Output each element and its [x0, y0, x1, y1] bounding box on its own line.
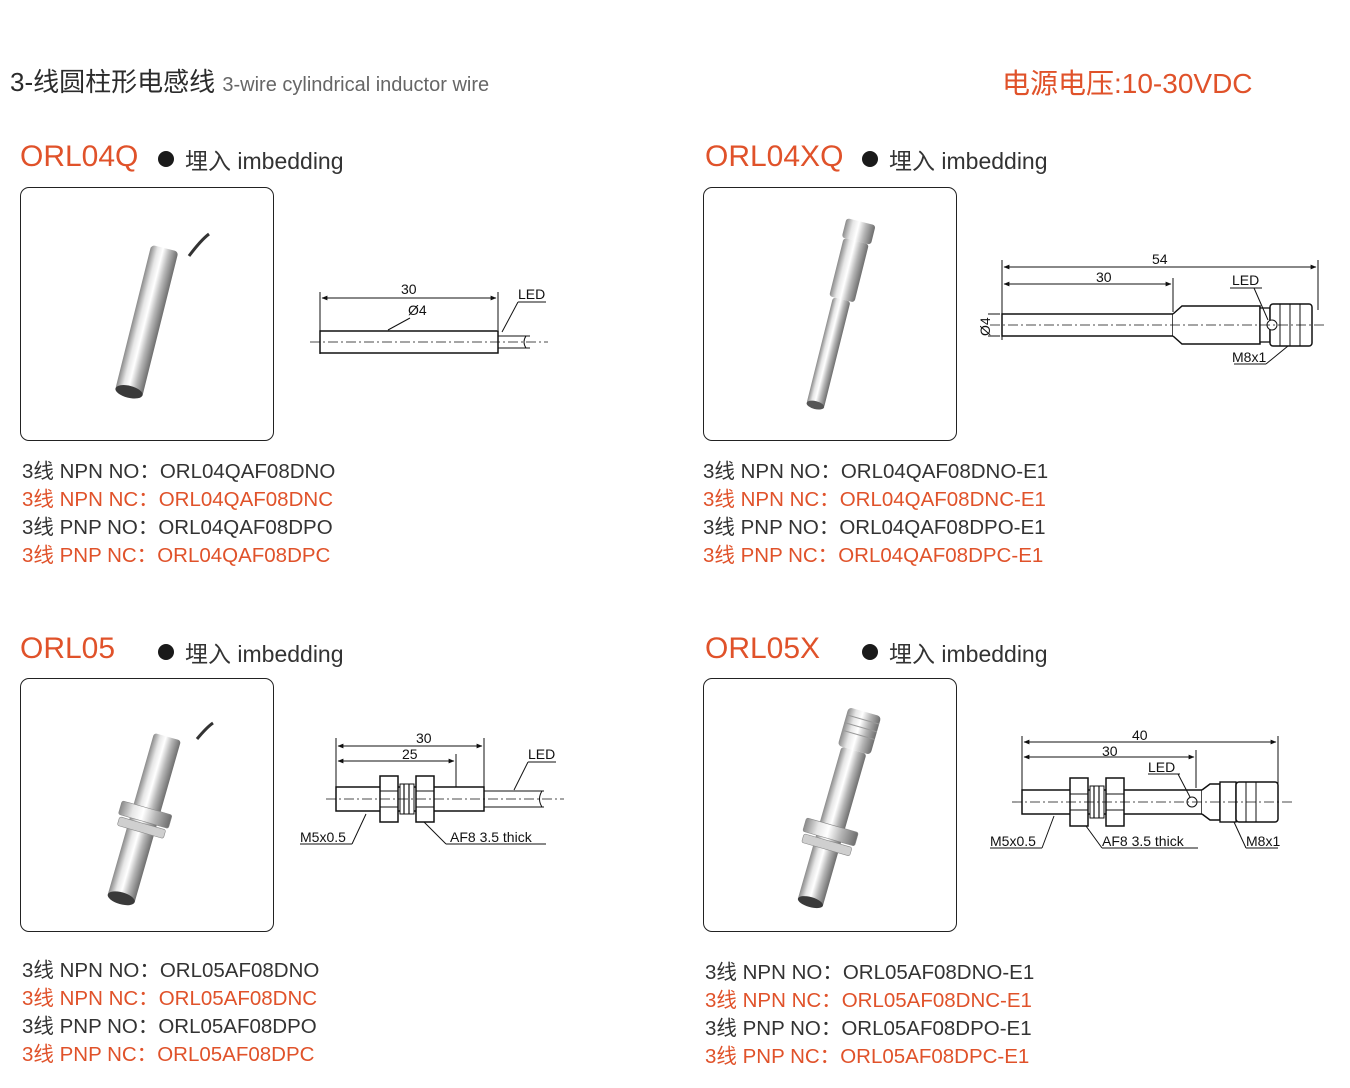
mount-type: 埋入 imbedding: [862, 635, 1048, 669]
code-row: 3线 NPN NC：ORL05AF08DNC: [22, 987, 318, 1010]
technical-drawing: 30 Ø4 LED: [300, 270, 560, 370]
code-row: 3线 NPN NO：ORL05AF08DNO: [22, 959, 320, 982]
model-title: ORL04XQ: [705, 140, 844, 173]
code-list: 3线 NPN NO：ORL04QAF08DNO 3线 NPN NC：ORL04Q…: [22, 458, 335, 570]
dim-total: 40: [1132, 727, 1148, 743]
nut-spec-label: AF8 3.5 thick: [450, 829, 533, 845]
mount-type: 埋入 imbedding: [158, 142, 344, 176]
code-row: 3线 PNP NO：ORL05AF08DPO: [22, 1015, 317, 1038]
product-photo: [20, 187, 274, 441]
dim-length: 30: [1096, 269, 1112, 285]
dim-length: 30: [1102, 743, 1118, 759]
bullet-dot-icon: [158, 644, 174, 660]
power-supply-label: 电源电压:10-30VDC: [1002, 68, 1253, 99]
mount-label: 埋入 imbedding: [185, 148, 344, 174]
mount-type: 埋入 imbedding: [862, 142, 1048, 176]
technical-drawing: 54 30 Ø4 LED M8x1: [970, 250, 1330, 380]
bullet-dot-icon: [862, 151, 878, 167]
dim-diameter: Ø4: [977, 317, 993, 336]
code-row: 3线 PNP NC：ORL04QAF08DPC: [22, 544, 331, 567]
dim-diameter: Ø4: [408, 302, 427, 318]
code-row: 3线 NPN NO：ORL05AF08DNO-E1: [705, 961, 1035, 984]
code-row: 3线 NPN NC：ORL04QAF08DNC-E1: [703, 488, 1046, 511]
code-row: 3线 PNP NC：ORL05AF08DPC-E1: [705, 1045, 1030, 1068]
nut-spec-label: AF8 3.5 thick: [1102, 833, 1185, 849]
product-photo: [703, 187, 957, 441]
led-label: LED: [1148, 759, 1175, 775]
product-photo: [703, 678, 957, 932]
code-row: 3线 NPN NO：ORL04QAF08DNO: [22, 460, 336, 483]
code-list: 3线 NPN NO：ORL04QAF08DNO-E1 3线 NPN NC：ORL…: [703, 458, 1048, 570]
mount-label: 埋入 imbedding: [185, 641, 344, 667]
code-row: 3线 PNP NC：ORL04QAF08DPC-E1: [703, 544, 1044, 567]
model-title: ORL05: [20, 632, 116, 665]
code-list: 3线 NPN NO：ORL05AF08DNO 3线 NPN NC：ORL05AF…: [22, 957, 319, 1069]
technical-drawing: 30 25 LED M5x0.5 AF8 3.5 thick: [296, 728, 576, 853]
dim-total: 54: [1152, 251, 1168, 267]
code-row: 3线 PNP NC：ORL05AF08DPC: [22, 1043, 315, 1066]
mount-label: 埋入 imbedding: [889, 148, 1048, 174]
model-title: ORL04Q: [20, 140, 139, 173]
dim-thread: 25: [402, 746, 418, 762]
led-label: LED: [518, 286, 545, 302]
mount-label: 埋入 imbedding: [889, 641, 1048, 667]
dim-total: 30: [416, 730, 432, 746]
title-cn: 3-线圆柱形电感线: [10, 67, 216, 97]
code-row: 3线 PNP NO：ORL04QAF08DPO: [22, 516, 333, 539]
technical-drawing: 40 30 LED M5x0.5 AF8 3.5 thick M8x1: [988, 726, 1298, 856]
bullet-dot-icon: [862, 644, 878, 660]
code-row: 3线 NPN NC：ORL04QAF08DNC: [22, 488, 333, 511]
thread-spec-label: M5x0.5: [990, 833, 1036, 849]
thread-spec-label: M5x0.5: [300, 829, 346, 845]
connector-label: M8x1: [1232, 349, 1266, 365]
code-row: 3线 NPN NC：ORL05AF08DNC-E1: [705, 989, 1032, 1012]
led-label: LED: [528, 746, 555, 762]
code-row: 3线 PNP NO：ORL04QAF08DPO-E1: [703, 516, 1046, 539]
code-row: 3线 NPN NO：ORL04QAF08DNO-E1: [703, 460, 1049, 483]
connector-label: M8x1: [1246, 833, 1280, 849]
led-label: LED: [1232, 272, 1259, 288]
code-row: 3线 PNP NO：ORL05AF08DPO-E1: [705, 1017, 1032, 1040]
page-title: 3-线圆柱形电感线 3-wire cylindrical inductor wi…: [10, 62, 489, 99]
mount-type: 埋入 imbedding: [158, 635, 344, 669]
bullet-dot-icon: [158, 151, 174, 167]
code-list: 3线 NPN NO：ORL05AF08DNO-E1 3线 NPN NC：ORL0…: [705, 959, 1034, 1071]
model-title: ORL05X: [705, 632, 821, 665]
dim-length: 30: [401, 281, 417, 297]
title-en: 3-wire cylindrical inductor wire: [222, 74, 490, 96]
product-photo: [20, 678, 274, 932]
